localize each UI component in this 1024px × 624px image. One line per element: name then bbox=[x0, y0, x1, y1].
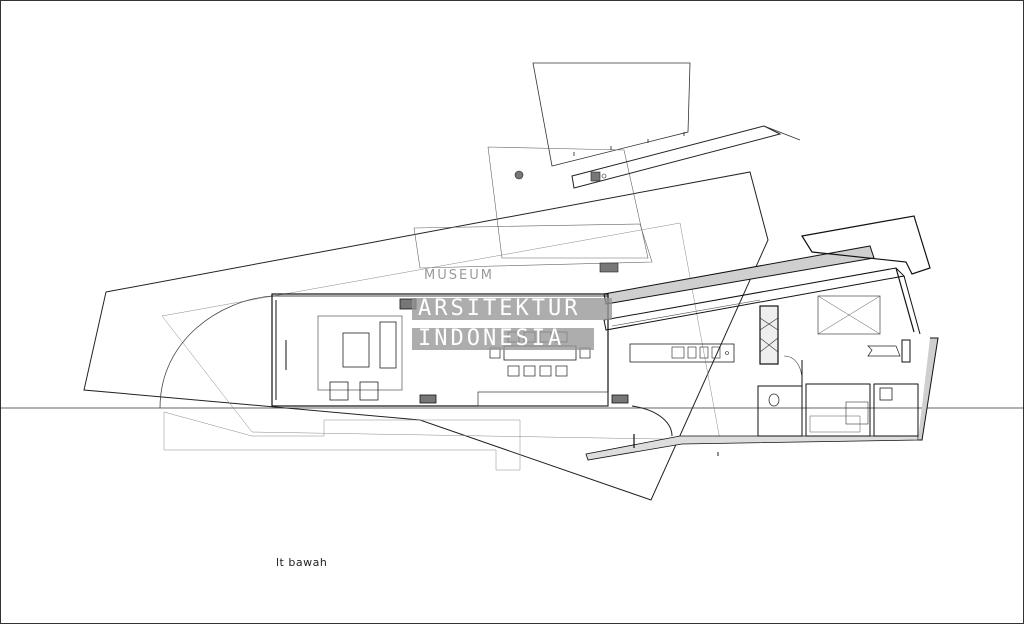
bathroom-1 bbox=[757, 385, 803, 437]
upper-roof-outline bbox=[532, 62, 691, 167]
toilet-2 bbox=[879, 387, 893, 401]
right-step bbox=[867, 345, 901, 357]
site-outline bbox=[83, 171, 769, 501]
roof-projection-1 bbox=[487, 146, 649, 259]
lounge-rug bbox=[317, 315, 403, 391]
watermark-museum: MUSEUM bbox=[424, 268, 494, 283]
beam-fixture bbox=[601, 173, 607, 179]
column-3 bbox=[611, 394, 629, 404]
tree-marker bbox=[514, 170, 524, 180]
entry-curve bbox=[631, 405, 673, 437]
stair-block bbox=[759, 305, 779, 365]
bathroom-2 bbox=[805, 383, 871, 437]
armchair-2 bbox=[359, 381, 379, 401]
watermark-indonesia: INDONESIA bbox=[412, 328, 594, 350]
right-exterior-wall bbox=[918, 337, 939, 441]
living-room-outline bbox=[271, 293, 609, 407]
top-beam bbox=[571, 125, 782, 189]
right-wing-outline bbox=[801, 215, 931, 275]
armchair-1 bbox=[329, 381, 349, 401]
terrace-ledge bbox=[477, 391, 609, 407]
bathroom-3 bbox=[873, 383, 919, 437]
toilet-1 bbox=[768, 393, 780, 407]
column-2 bbox=[419, 394, 437, 404]
chimney bbox=[599, 262, 619, 273]
store-room bbox=[817, 295, 881, 335]
curved-wall bbox=[159, 295, 273, 409]
kitchen-counter bbox=[629, 343, 735, 363]
beam-column-1 bbox=[590, 171, 601, 182]
watermark-arsitektur: ARSITEKTUR bbox=[412, 298, 612, 320]
roof-projection-2 bbox=[413, 223, 653, 269]
right-column bbox=[901, 339, 911, 363]
entry-ramp bbox=[585, 435, 919, 461]
top-beam-end bbox=[763, 125, 801, 141]
sofa bbox=[379, 321, 397, 369]
roof-projection-4 bbox=[163, 411, 521, 471]
floor-label: lt bawah bbox=[276, 556, 328, 569]
coffee-table bbox=[342, 332, 370, 368]
